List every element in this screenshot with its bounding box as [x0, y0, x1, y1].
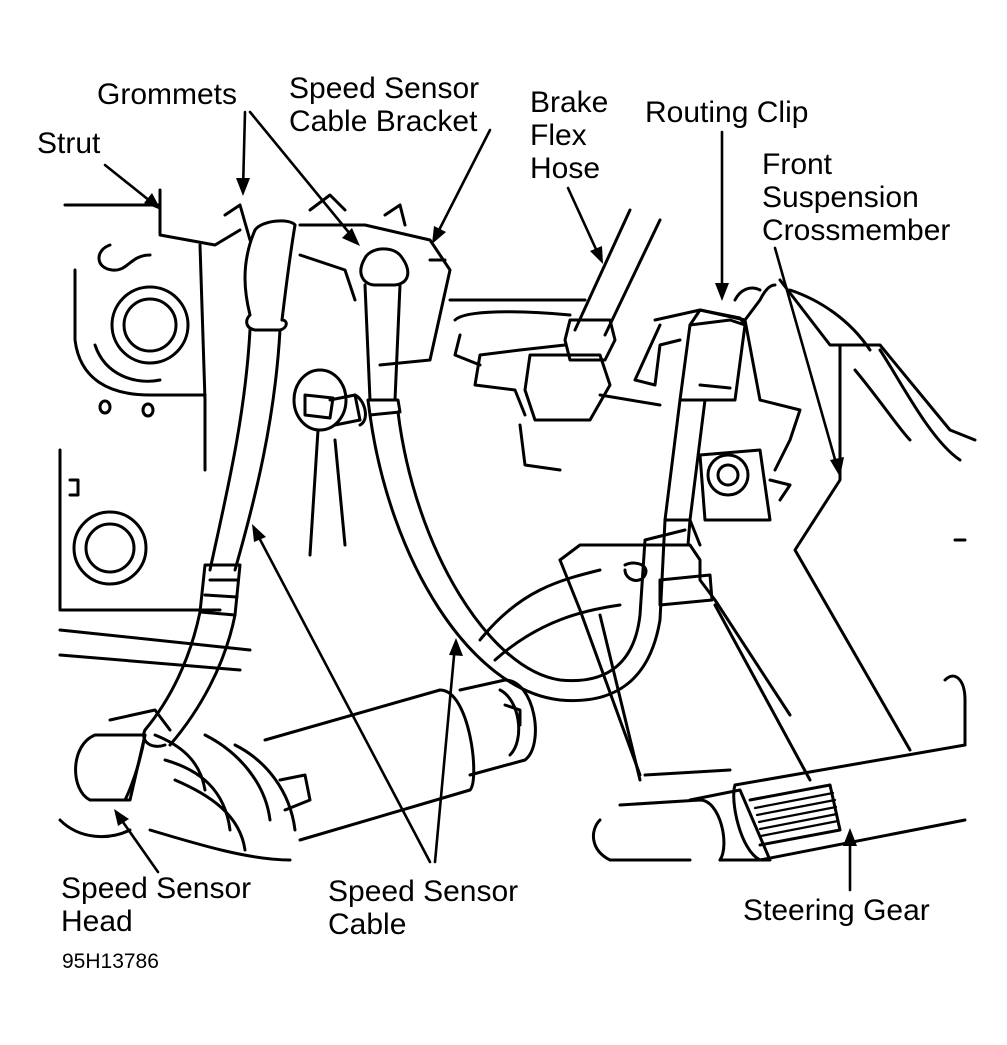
label-grommets: Grommets: [97, 78, 238, 111]
speed-sensor-cable-right: [359, 247, 747, 703]
label-line-1: Front: [762, 148, 833, 181]
label-front-suspension-crossmember: Front Suspension Crossmember: [762, 148, 950, 247]
steering-gear-drawing: [591, 743, 967, 862]
label-line-1: Speed Sensor: [289, 72, 480, 105]
speed-sensor-cable-left: [142, 219, 297, 748]
label-line-1: Speed Sensor: [328, 875, 519, 908]
leader-lines: [103, 110, 852, 892]
speed-sensor-head-drawing: [58, 708, 312, 862]
axle-shaft-drawing: [263, 568, 622, 842]
label-line-2: Cable Bracket: [289, 105, 478, 138]
label-routing-clip: Routing Clip: [645, 96, 809, 129]
label-line-3: Crossmember: [762, 214, 951, 247]
crossmember-drawing: [778, 278, 977, 752]
label-line-2: Cable: [328, 908, 407, 941]
label-speed-sensor-cable-bracket: Speed Sensor Cable Bracket: [289, 72, 479, 138]
label-speed-sensor-head: Speed Sensor Head: [61, 872, 251, 938]
label-line-2: Suspension: [762, 181, 919, 214]
brake-flex-hose-drawing: [448, 208, 662, 472]
label-line-1: Speed Sensor: [61, 872, 252, 905]
arrow-heads: [114, 178, 857, 846]
label-line-2: Head: [61, 905, 133, 938]
label-line-2: Flex: [530, 119, 587, 152]
label-brake-flex-hose: Brake Flex Hose: [530, 86, 608, 185]
label-steering-gear: Steering Gear: [743, 894, 930, 927]
figure-code: 95H13786: [62, 950, 159, 973]
cable-bracket-drawing: [223, 193, 452, 557]
control-arm-drawing: [558, 543, 812, 782]
label-line-3: Hose: [530, 152, 601, 185]
strut-knuckle: [58, 188, 252, 672]
label-speed-sensor-cable: Speed Sensor Cable: [328, 875, 518, 941]
label-strut: Strut: [37, 127, 101, 160]
routing-clip-drawing: [633, 283, 802, 547]
label-line-1: Brake: [530, 86, 609, 119]
